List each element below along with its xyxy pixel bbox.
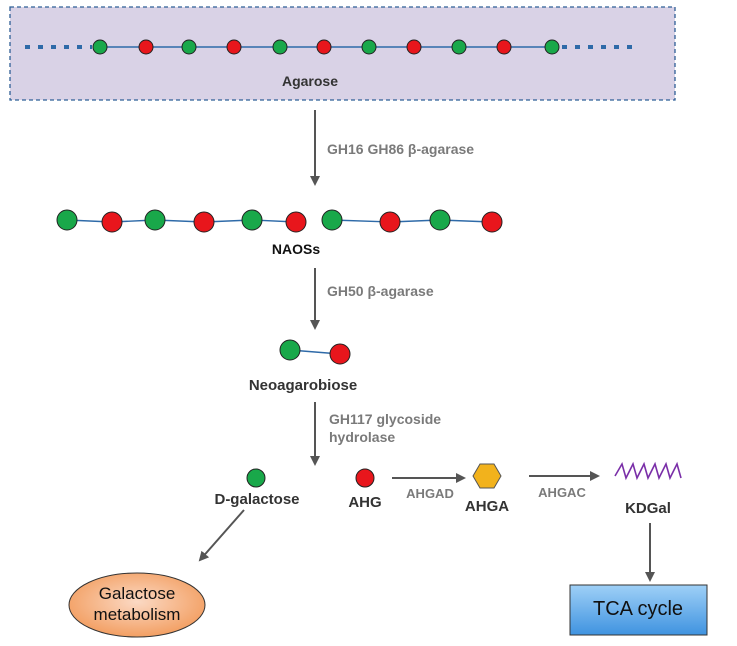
enzyme-gh16-gh86-label: GH16 GH86 β-agarase [327, 141, 475, 157]
agarose-box [9, 6, 676, 101]
ahga-hexagon [472, 463, 502, 489]
tca-cycle-box [569, 584, 708, 636]
green-sugar [56, 209, 78, 231]
galactose-metabolism-label-line1: Galactose [98, 584, 176, 603]
neoagarobiose-label: Neoagarobiose [248, 377, 358, 394]
green-sugar [241, 209, 263, 231]
green-sugar [544, 39, 560, 55]
d-galactose-sugar [246, 468, 266, 488]
agarose-chain [92, 39, 560, 55]
ahg-sugar [355, 468, 375, 488]
green-sugar [279, 339, 301, 361]
green-sugar [451, 39, 467, 55]
red-sugar [138, 39, 154, 55]
naoss-label: NAOSs [271, 241, 321, 257]
green-sugar [361, 39, 377, 55]
red-sugar [496, 39, 512, 55]
red-sugar [101, 211, 123, 233]
neoagarobiose-molecule [279, 339, 351, 365]
enzyme-gh50-label: GH50 β-agarase [327, 283, 434, 299]
green-sugar [429, 209, 451, 231]
kdgal-zigzag [614, 461, 682, 481]
red-sugar [193, 211, 215, 233]
green-sugar [272, 39, 288, 55]
ahgad-label: AHGAD [406, 486, 454, 501]
galactose-metabolism-label-line2: metabolism [93, 605, 181, 624]
red-sugar [285, 211, 307, 233]
galactose-metabolism-ellipse [68, 572, 206, 638]
ahgac-label: AHGAC [538, 485, 586, 500]
ahg-label: AHG [348, 494, 382, 511]
d-galactose-label: D-galactose [214, 491, 300, 508]
kdgal-label: KDGal [625, 500, 671, 517]
enzyme-gh117-label-line1: GH117 glycoside [329, 411, 442, 427]
green-sugar [92, 39, 108, 55]
naoss-link-2 [331, 219, 493, 223]
red-sugar [379, 211, 401, 233]
enzyme-gh117-label-line2: hydrolase [329, 429, 396, 445]
green-sugar [321, 209, 343, 231]
red-sugar [226, 39, 242, 55]
red-sugar [406, 39, 422, 55]
tca-cycle-label: TCA cycle [592, 598, 684, 620]
agarose-label: Agarose [281, 73, 339, 89]
green-sugar [144, 209, 166, 231]
red-sugar [329, 343, 351, 365]
ahga-label: AHGA [464, 498, 510, 515]
red-sugar [481, 211, 503, 233]
red-sugar [316, 39, 332, 55]
naoss-chain [56, 209, 503, 233]
green-sugar [181, 39, 197, 55]
arrow-dgalactose-to-metabolism [198, 509, 245, 562]
